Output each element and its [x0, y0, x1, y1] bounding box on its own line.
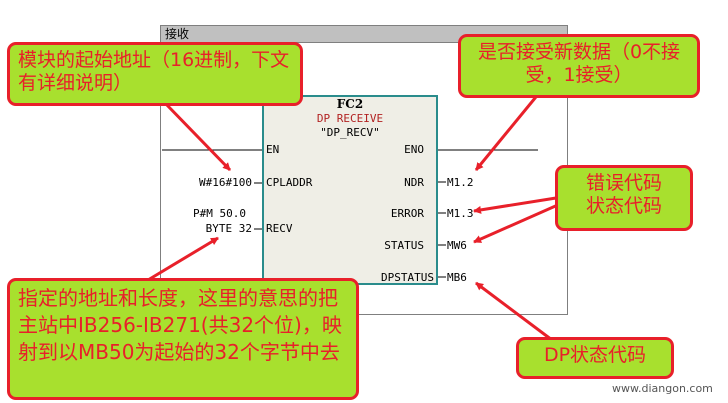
callout-status-code: 状态代码 — [585, 195, 662, 217]
watermark: www.diangon.com — [612, 382, 713, 395]
arrow-receive-area — [147, 236, 219, 282]
callout-new-data: 是否接受新数据（0不接受，1接受） — [458, 34, 700, 98]
ndr-value[interactable]: M1.2 — [447, 176, 474, 189]
dpstatus-value[interactable]: MB6 — [447, 271, 467, 284]
pin-recv: RECV — [266, 222, 293, 235]
arrow-dp-status — [475, 281, 553, 342]
pin-en: EN — [266, 143, 280, 156]
callout-module-address: 模块的起始地址（16进制，下文有详细说明） — [7, 42, 303, 106]
error-value[interactable]: M1.3 — [447, 207, 474, 220]
cpladdr-value[interactable]: W#16#100 — [199, 176, 252, 189]
pin-cpladdr: CPLADDR — [266, 176, 313, 189]
recv-length-value[interactable]: BYTE 32 — [205, 222, 252, 235]
block-number: FC2 — [336, 97, 364, 111]
status-value[interactable]: MW6 — [447, 239, 467, 252]
pin-status: STATUS — [384, 239, 424, 252]
callout-error-status: 错误代码 状态代码 — [555, 165, 693, 231]
pin-dpstatus: DPSTATUS — [381, 271, 434, 284]
arrow-module-address — [163, 101, 232, 172]
arrow-error — [473, 196, 557, 214]
callout-receive-area: 指定的地址和长度，这里的意思的把主站中IB256-IB271(共32个位)，映射… — [7, 278, 359, 400]
block-name: DP RECEIVE — [316, 112, 384, 125]
callout-dp-status: DP状态代码 — [516, 337, 674, 379]
pin-error: ERROR — [390, 207, 424, 220]
function-block[interactable] — [262, 95, 438, 285]
arrow-new-data — [474, 91, 542, 171]
recv-pointer-value[interactable]: P#M 50.0 — [193, 207, 246, 220]
block-symbol: "DP_RECV" — [320, 126, 380, 139]
arrow-status — [473, 202, 561, 244]
callout-error-code: 错误代码 — [585, 172, 662, 194]
pin-eno: ENO — [404, 143, 424, 156]
pin-ndr: NDR — [404, 176, 424, 189]
